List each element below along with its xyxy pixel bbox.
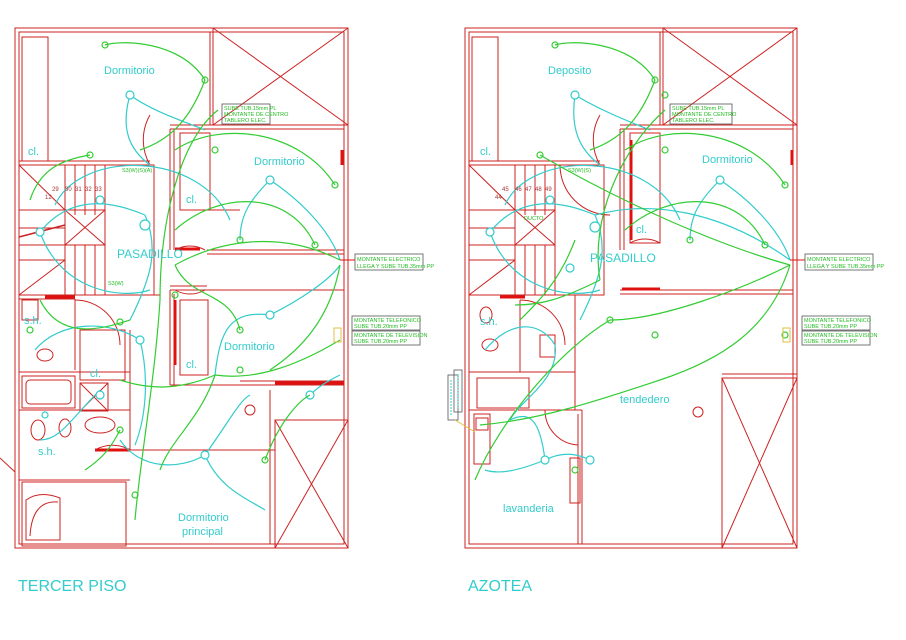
annotation-text: TABLERO ELEC. [224, 118, 267, 124]
closet-label: cl. [186, 359, 197, 371]
annotation-text: 46 [515, 187, 522, 193]
duct-label: DUCTO [524, 216, 544, 222]
annotation-text: 33 [95, 187, 102, 193]
annotation-text: TABLERO ELEC. [672, 118, 715, 124]
annotation-text: SUBE TUB.20mm PP [804, 339, 857, 345]
plan-title: TERCER PISO [18, 578, 126, 595]
note-tablero: SUBE TUB.15mm PL MONTANTE DE CENTRO TABL… [669, 103, 737, 125]
closet-label: cl. [480, 146, 491, 158]
room-label: PASADILLO [590, 251, 656, 265]
annotation-text: 31 [75, 187, 82, 193]
annotation-text: 29 [52, 187, 59, 193]
annotation-text: MONTANTE TELEFONICO [354, 318, 422, 324]
annotation-text: 12 [45, 195, 52, 201]
annotation-text: MONTANTE ELECTRICO [357, 257, 421, 263]
room-label: tendedero [620, 394, 670, 406]
room-label: Dormitorio [702, 154, 753, 166]
annotation-text: S3(W)(S) [568, 168, 591, 174]
annotation-text: LLEGA Y SUBE TUB.35mm PP [357, 264, 434, 270]
annotation-text: SUBE TUB.15mm PL [224, 106, 276, 112]
room-label: s.h. [480, 316, 498, 328]
room-label: s.h. [24, 315, 42, 327]
walls [0, 27, 349, 549]
annotations: S3(W)(S) SUBE TUB.15mm PL MONTANTE DE CE… [447, 103, 884, 433]
room-label: principal [182, 526, 223, 538]
annotation-text: 47 [525, 187, 532, 193]
room-label: Dormitorio [224, 341, 275, 353]
annotation-text: SUBE TUB.20mm PP [354, 324, 407, 330]
room-label: lavanderia [503, 503, 555, 515]
vertical-note-box [447, 369, 476, 433]
annotation-text: MONTANTE ELECTRICO [807, 257, 871, 263]
annotation-text: MONTANTE DE TELEVISION [354, 333, 427, 339]
room-label: PASADILLO [117, 247, 183, 261]
lighting-circuits [34, 90, 341, 511]
outlets [26, 41, 339, 499]
note-montante-electrico: MONTANTE ELECTRICO LLEGA Y SUBE TUB.35mm… [790, 253, 884, 271]
room-label: Dormitorio [178, 512, 229, 524]
power-circuits [474, 41, 791, 481]
closet-label: cl. [636, 224, 647, 236]
room-label: Dormitorio [104, 65, 155, 77]
annotation-text: 32 [85, 187, 92, 193]
annotation-text: MONTANTE TELEFONICO [804, 318, 872, 324]
annotation-text: SUBE TUB.15mm PL [672, 106, 724, 112]
lighting-circuits [484, 90, 791, 473]
annotation-text: LLEGA Y SUBE TUB.35mm PP [807, 264, 884, 270]
ceiling-lights [35, 90, 315, 460]
closet-label: cl. [90, 368, 101, 380]
room-labels: Deposito Dormitorio PASADILLO s.h. tende… [480, 65, 753, 515]
plan-tercer-piso: Dormitorio Dormitorio PASADILLO Dormitor… [0, 27, 434, 595]
walls [464, 27, 798, 549]
plan-title: AZOTEA [468, 578, 532, 595]
annotation-text: MONTANTE DE CENTRO [224, 112, 289, 118]
annotation-text: 45 [502, 187, 509, 193]
closet-label: cl. [28, 146, 39, 158]
room-label: Deposito [548, 65, 591, 77]
annotation-text: SUBE TUB.20mm PP [354, 339, 407, 345]
annotation-text: S3(W) [108, 281, 124, 287]
stair-numbers: 45 46 47 48 49 44 [495, 187, 552, 201]
annotation-text: 30 [65, 187, 72, 193]
annotation-text: MONTANTE DE TELEVISION [804, 333, 877, 339]
outlets [536, 41, 789, 474]
room-label: Dormitorio [254, 156, 305, 168]
annotation-text: 48 [535, 187, 542, 193]
plan-azotea: Deposito Dormitorio PASADILLO s.h. tende… [447, 27, 884, 595]
room-labels: Dormitorio Dormitorio PASADILLO Dormitor… [24, 65, 305, 538]
closet-label: cl. [186, 194, 197, 206]
annotation-text: SUBE TUB.20mm PP [804, 324, 857, 330]
annotation-text: MONTANTE DE CENTRO [672, 112, 737, 118]
annotation-text: 49 [545, 187, 552, 193]
stair-numbers: 29 30 31 32 33 12 [45, 187, 102, 201]
annotation-text: 44 [495, 195, 502, 201]
note-tablero: SUBE TUB.15mm PL MONTANTE DE CENTRO TABL… [221, 103, 289, 125]
annotations: S3(W)(S)(A) S3(W) SUBE TUB.15mm PL MONTA… [108, 103, 434, 346]
power-circuits [26, 41, 341, 521]
note-montante-telefonico: MONTANTE TELEFONICO SUBE TUB.20mm PP MON… [782, 315, 877, 346]
annotation-text: S3(W)(S)(A) [122, 168, 152, 174]
note-montante-telefonico: MONTANTE TELEFONICO SUBE TUB.20mm PP MON… [333, 315, 427, 346]
room-label: s.h. [38, 446, 56, 458]
note-montante-electrico: MONTANTE ELECTRICO LLEGA Y SUBE TUB.35mm… [340, 253, 434, 271]
